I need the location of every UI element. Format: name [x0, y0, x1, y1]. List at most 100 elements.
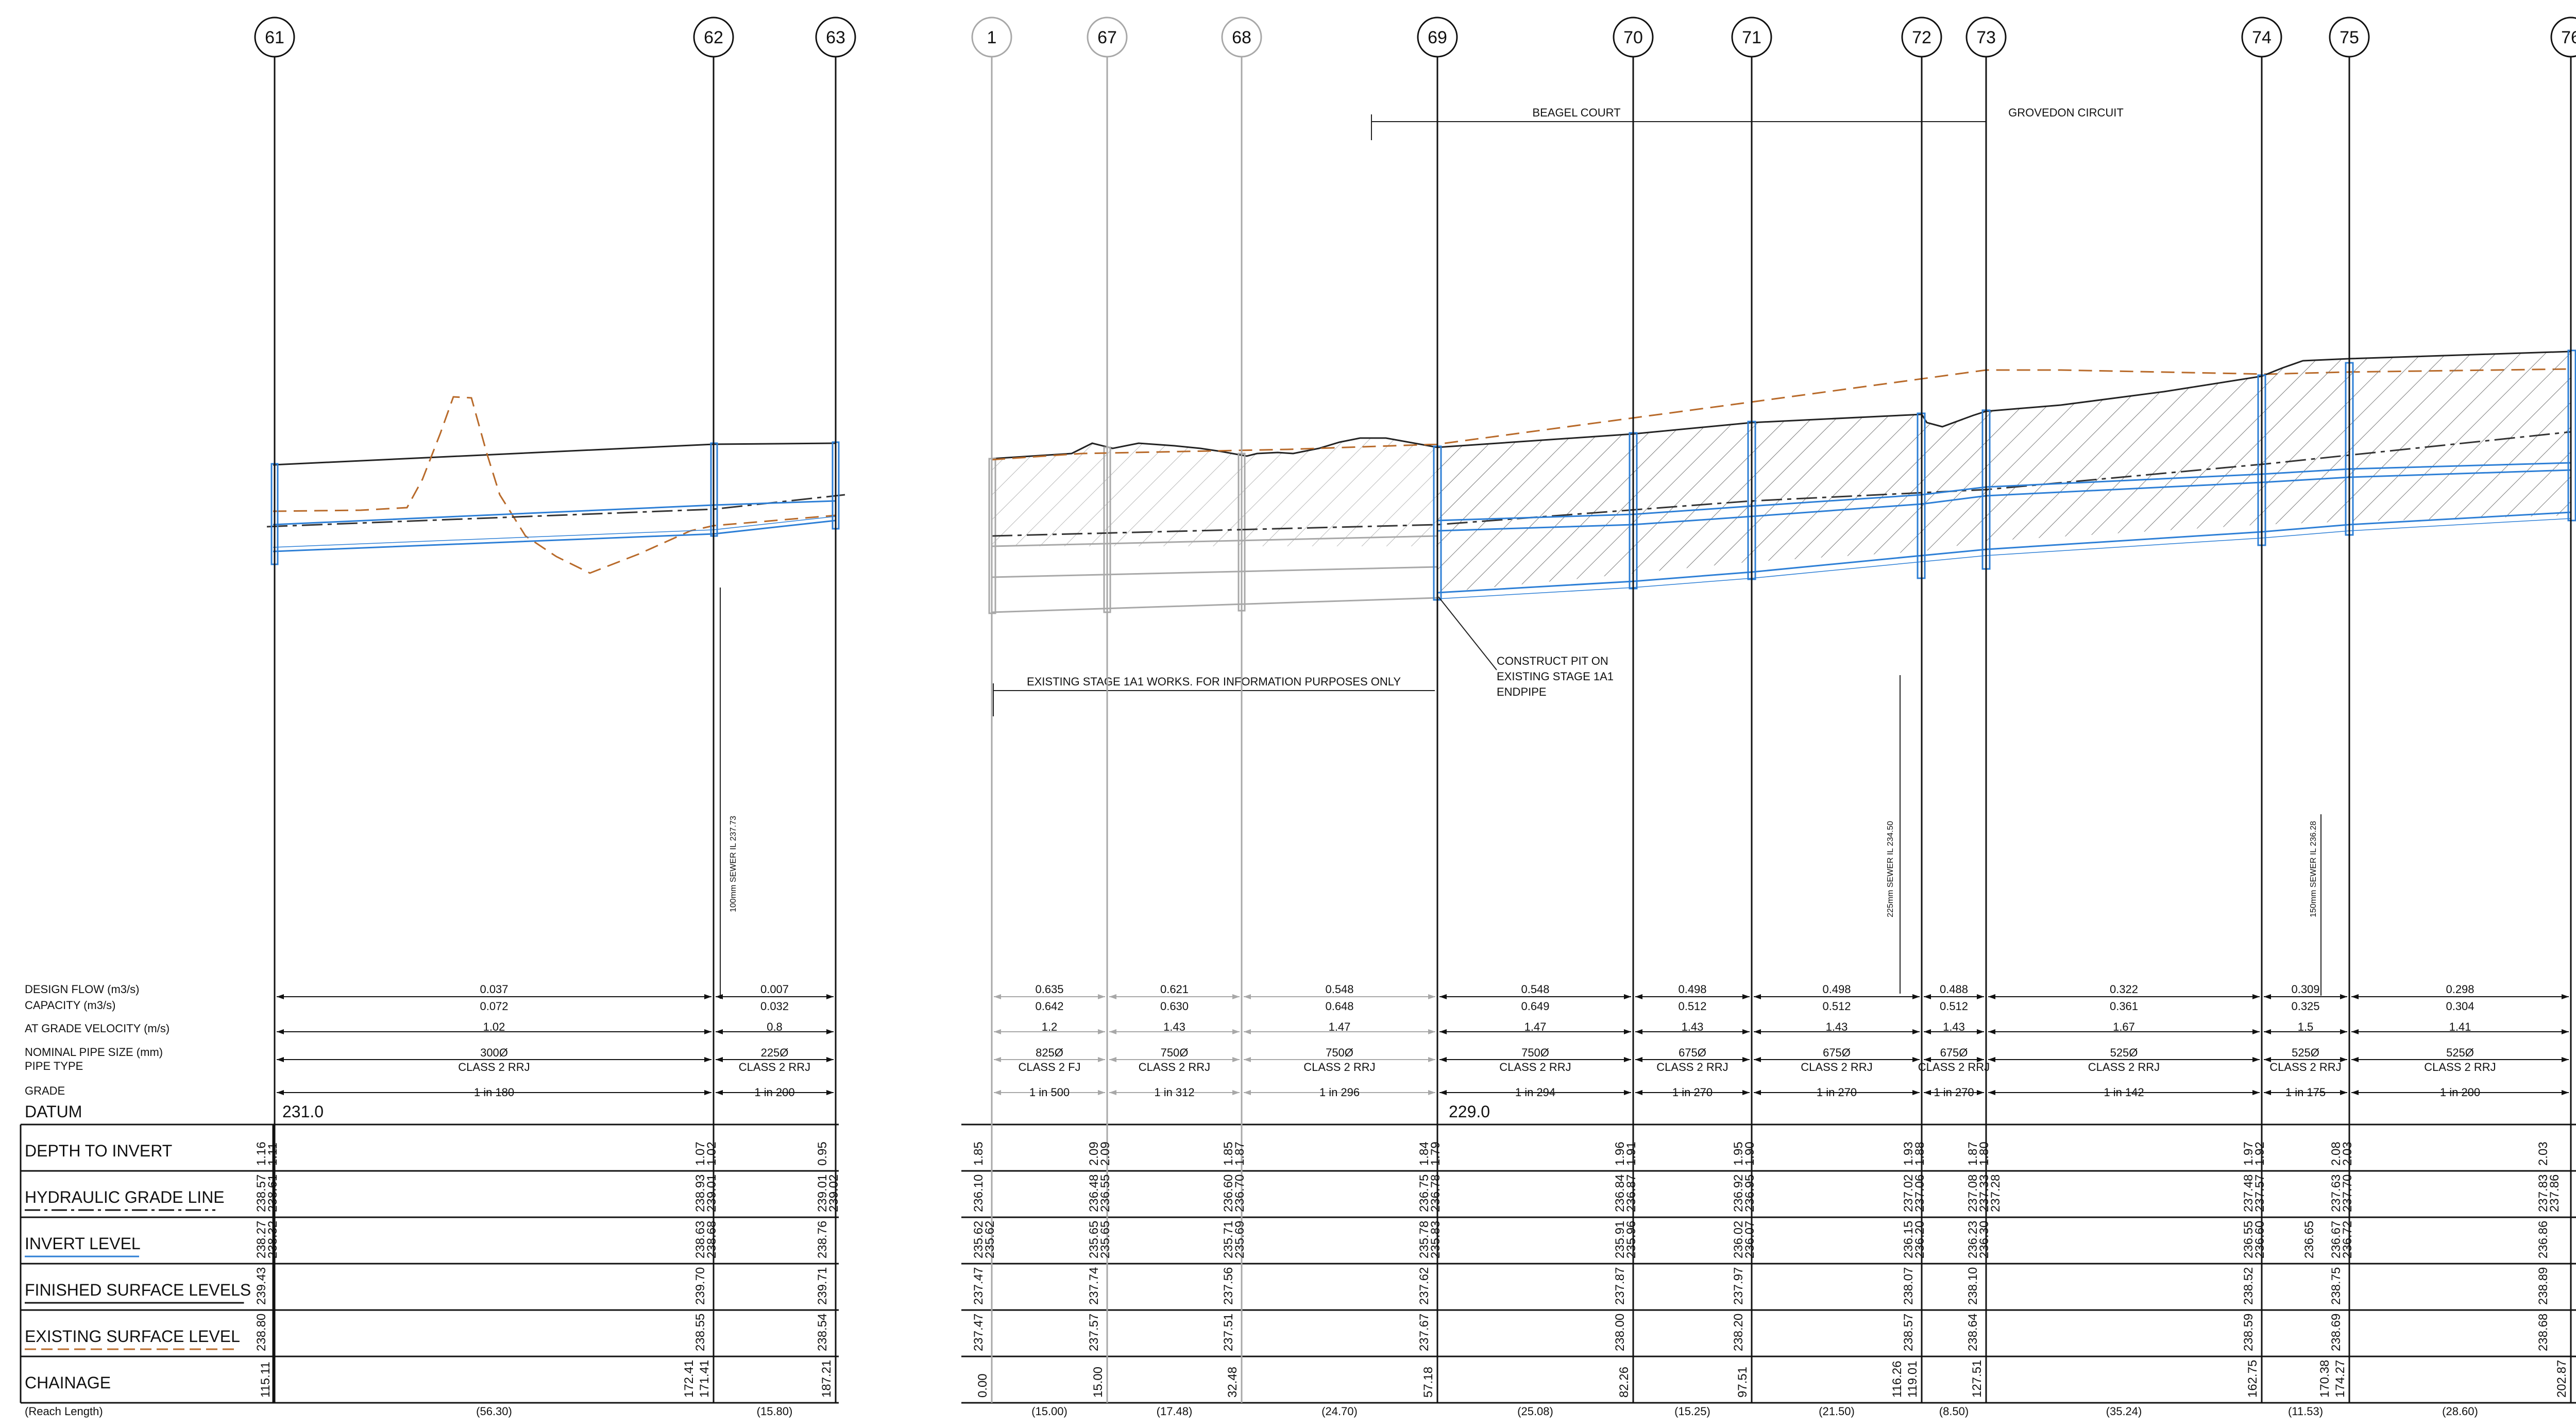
pit-esl-value: 238.20	[1732, 1314, 1745, 1351]
pit-invert-extra: 236.65	[2302, 1221, 2316, 1259]
reach-capacity: 0.361	[2110, 1000, 2138, 1013]
pit-invert-value: 236.72	[2341, 1221, 2354, 1259]
reach-length: (28.60)	[2442, 1405, 2478, 1418]
reach-arrow-right	[826, 1090, 834, 1095]
pit-fsl-value: 238.89	[2536, 1267, 2550, 1305]
pit-hgl-value: 237.70	[2341, 1175, 2354, 1212]
pit-invert-value: 235.96	[1624, 1221, 1638, 1259]
reach-arrow-right	[2252, 994, 2260, 999]
reach-length: (15.80)	[757, 1405, 793, 1418]
reach-arrow-left	[2264, 1029, 2271, 1034]
reach-arrow-left	[1754, 1057, 1761, 1062]
reach-velocity: 1.47	[1524, 1020, 1547, 1033]
reach-arrow-left	[1988, 1090, 1995, 1095]
pit-invert-value: 236.07	[1743, 1221, 1757, 1259]
reach-arrow-left	[2351, 994, 2359, 999]
reach-grade: 1 in 200	[2440, 1086, 2480, 1099]
pit-depth-value: 1.02	[705, 1142, 719, 1166]
reach-arrow-left	[1109, 1029, 1116, 1034]
reach-arrow-right	[1912, 1057, 1920, 1062]
reach-grade: 1 in 270	[1672, 1086, 1713, 1099]
pit-chainage: 171.41	[698, 1360, 711, 1398]
pit-chainage-2: 170.38	[2318, 1360, 2332, 1398]
pit-hgl-value: 238.93	[693, 1175, 707, 1212]
reach-arrow-right	[1098, 1057, 1105, 1062]
reach-design-flow: 0.548	[1325, 983, 1353, 996]
pit-invert-value: 236.15	[1902, 1221, 1916, 1259]
reach-length: (21.50)	[1819, 1405, 1855, 1418]
row-label: DEPTH TO INVERT	[25, 1142, 172, 1160]
reach-length: (8.50)	[1939, 1405, 1969, 1418]
reach-arrow-left	[1109, 1090, 1116, 1095]
pit-76: 762.03237.83237.86236.86238.89238.68202.…	[2536, 16, 2576, 1403]
label-datum: DATUM	[25, 1102, 82, 1121]
reach-design-flow: 0.498	[1678, 983, 1706, 996]
reach-grade: 1 in 270	[1934, 1086, 1974, 1099]
reach-arrow-left	[1109, 994, 1116, 999]
reach-pipe-size: 300Ø	[480, 1046, 508, 1059]
pit-depth-value: 1.84	[1417, 1142, 1431, 1166]
reach-arrow-left	[1924, 1029, 1931, 1034]
reach-design-flow: 0.498	[1822, 983, 1851, 996]
pit-hgl-value: 237.63	[2329, 1175, 2343, 1212]
reach-arrow-right	[704, 1029, 711, 1034]
reach-arrow-right	[2562, 1029, 2569, 1034]
pit-hgl-value: 236.78	[1429, 1175, 1443, 1212]
pit-invert-value: 235.65	[1087, 1221, 1101, 1259]
pit-chainage-2: 116.26	[1890, 1361, 1904, 1398]
reach-arrow-right	[1624, 1090, 1631, 1095]
pit-invert-value: 235.65	[1098, 1221, 1112, 1259]
reach-arrow-left	[1244, 994, 1251, 999]
reach-design-flow: 0.309	[2291, 983, 2319, 996]
pit-hgl-value: 237.08	[1966, 1175, 1980, 1212]
reach-arrow-right	[1977, 1057, 1984, 1062]
reach-grade: 1 in 500	[1029, 1086, 1070, 1099]
reach-arrow-left	[1754, 1090, 1761, 1095]
reach-capacity: 0.032	[760, 1000, 789, 1013]
datum-value-2: 229.0	[1449, 1102, 1490, 1121]
reach-pipe-size: 825Ø	[1036, 1046, 1063, 1059]
reach-capacity: 0.304	[2446, 1000, 2474, 1013]
pit-invert-value: 236.67	[2329, 1221, 2343, 1259]
reach-pipe-size: 750Ø	[1161, 1046, 1189, 1059]
pit-hgl-value: 237.57	[2253, 1175, 2267, 1212]
pit-esl-value: 238.00	[1613, 1314, 1627, 1351]
sewer-74-label: 150mm SEWER IL 236.28	[2309, 821, 2318, 917]
pit-invert-value: 236.20	[1913, 1221, 1927, 1259]
pit-hgl-value: 237.83	[2536, 1175, 2550, 1212]
pit-depth-value: 1.97	[2242, 1142, 2256, 1166]
pit-hgl-value: 239.01	[705, 1175, 719, 1212]
reach-capacity: 0.325	[2291, 1000, 2319, 1013]
reach-arrow-right	[704, 994, 711, 999]
reach-pipe-type: CLASS 2 RRJ	[1918, 1061, 1990, 1073]
pit-hgl-value: 237.48	[2242, 1175, 2256, 1212]
reach-pipe-type: CLASS 2 RRJ	[2424, 1061, 2496, 1073]
pit-invert-value: 236.02	[1732, 1221, 1745, 1259]
pit-depth-value: 1.79	[1429, 1142, 1443, 1166]
reach-length: (11.53)	[2288, 1405, 2323, 1418]
reach-capacity: 0.072	[480, 1000, 508, 1013]
pit-esl-value: 237.67	[1417, 1314, 1431, 1351]
pit-chainage: 119.01	[1906, 1361, 1920, 1398]
pit-depth-value: 2.03	[2341, 1142, 2354, 1166]
pit-76-shaft	[2567, 349, 2576, 522]
reach-arrow-right	[1428, 1090, 1435, 1095]
existing-works-pipe-top	[991, 535, 1438, 547]
pit-esl-value: 238.55	[693, 1314, 707, 1351]
pit-invert-value: 236.55	[2242, 1221, 2256, 1259]
reach-arrow-right	[1742, 1090, 1750, 1095]
reach-design-flow: 0.621	[1160, 983, 1189, 996]
pit-depth-value: 1.80	[1977, 1142, 1991, 1166]
pit-69: 691.841.79236.75236.78235.78235.83237.62…	[1417, 16, 1458, 1403]
pit-hgl-value: 236.95	[1743, 1175, 1757, 1212]
pit-hgl-value: 236.60	[1222, 1175, 1235, 1212]
reach-capacity: 0.648	[1325, 1000, 1353, 1013]
reach-arrow-left	[716, 1090, 723, 1095]
reach-arrow-left	[1635, 1090, 1642, 1095]
sewer-62-label: 100mm SEWER IL 237.73	[729, 816, 738, 912]
